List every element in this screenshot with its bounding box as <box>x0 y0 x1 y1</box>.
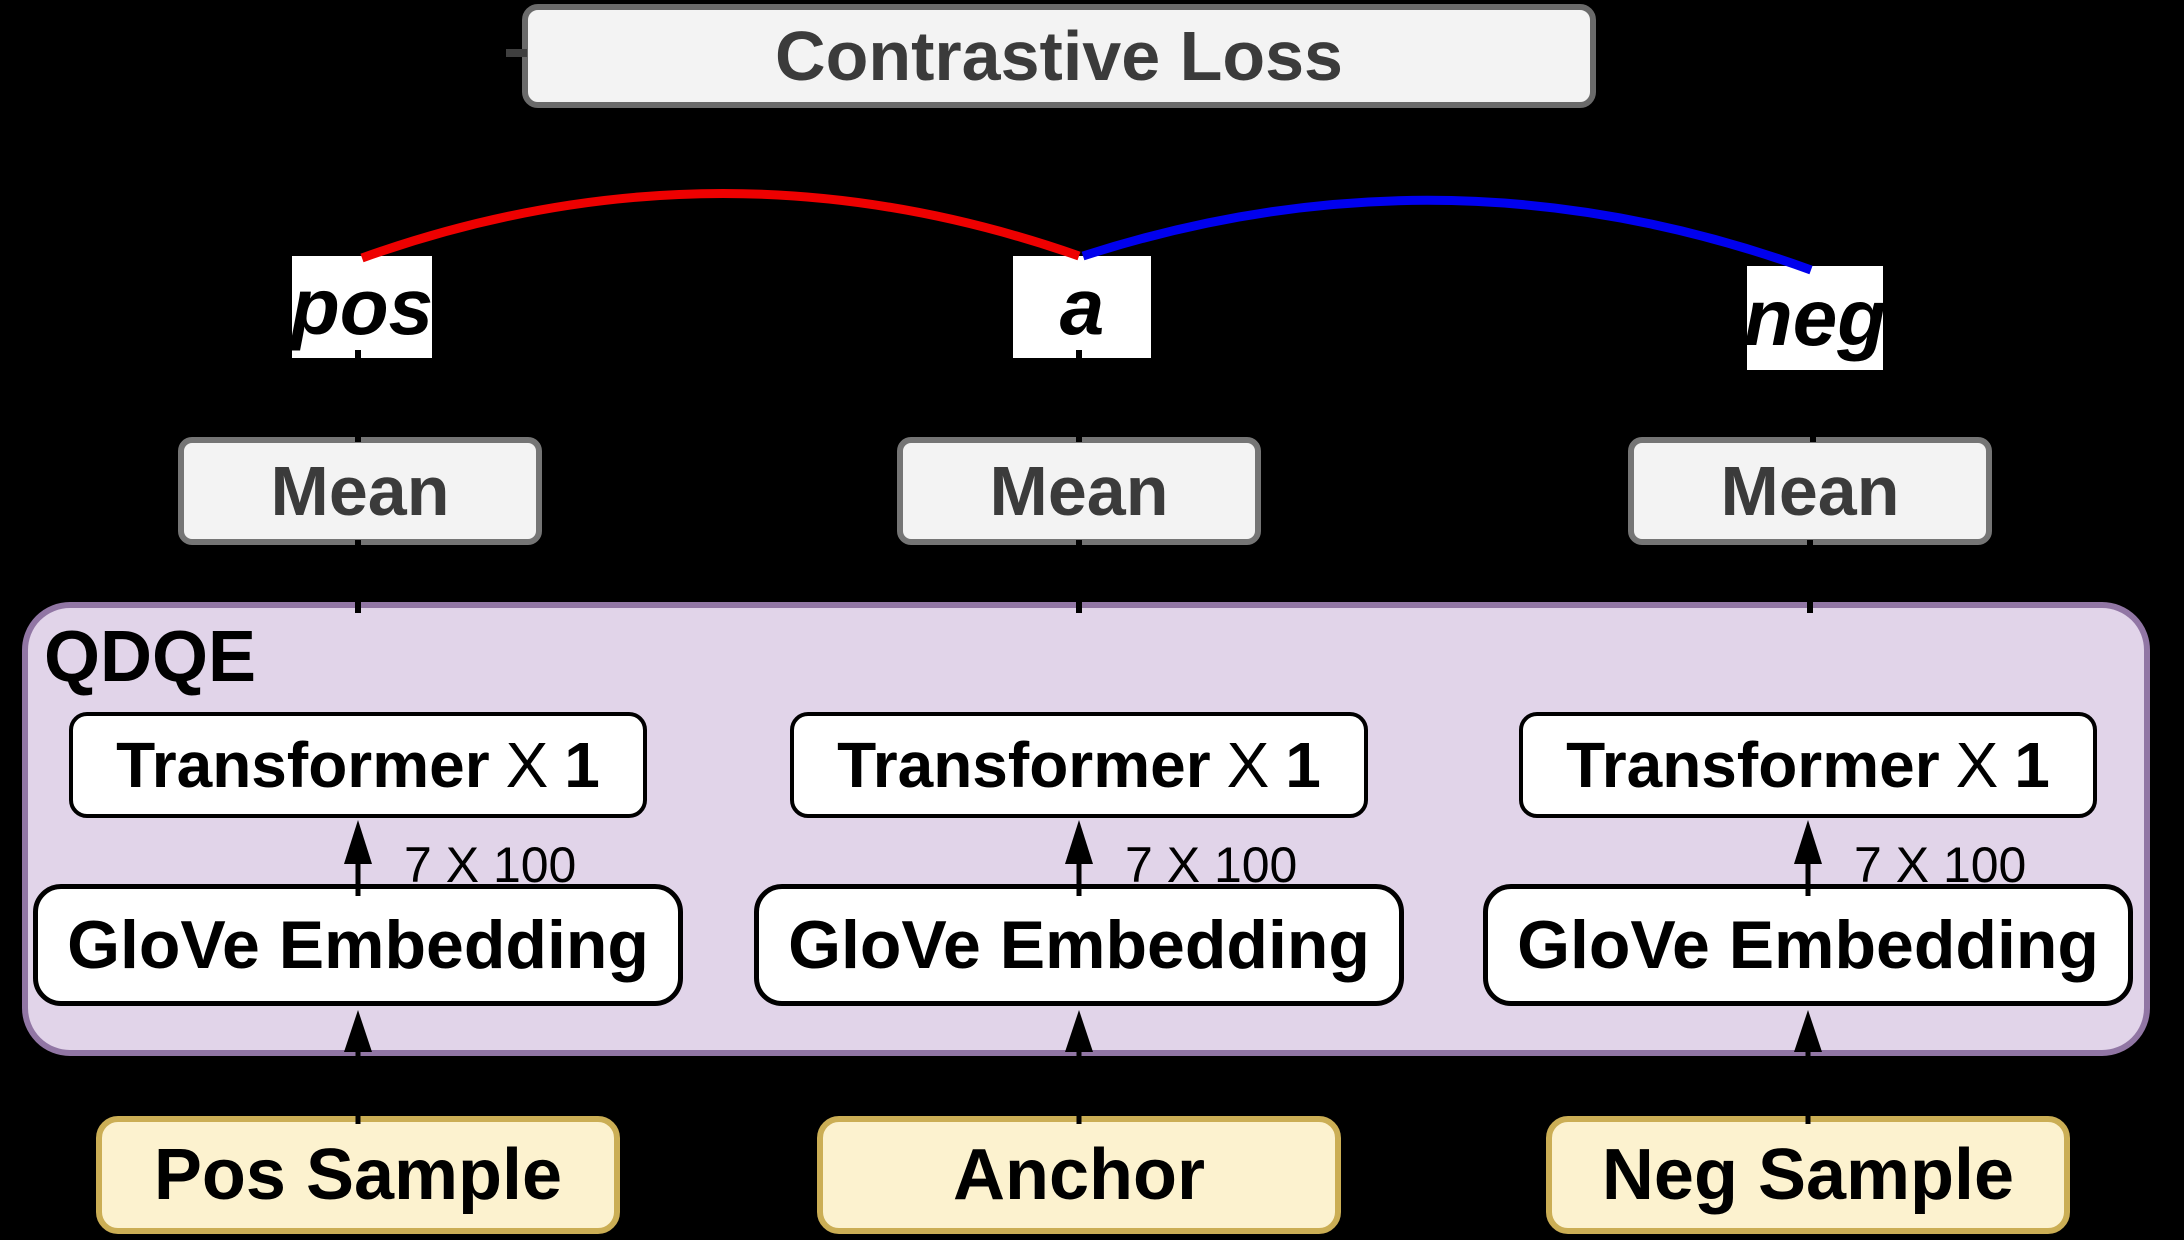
anchor-neg-arc <box>1081 195 1813 275</box>
transformer-name: Transformer <box>1566 729 1940 801</box>
glove-box-right: GloVe Embedding <box>1483 884 2133 1006</box>
times-symbol: X <box>1955 729 1999 801</box>
pos-text: pos <box>290 262 434 351</box>
times-symbol: X <box>505 729 549 801</box>
dims-label-right: 7 X 100 <box>1854 837 2027 893</box>
glove-label: GloVe Embedding <box>67 907 649 983</box>
transformer-box-center: Transformer X 1 <box>790 712 1368 818</box>
pos-embedding-label: pos <box>290 256 434 358</box>
input-box-neg-sample: Neg Sample <box>1546 1116 2070 1234</box>
block-count: 1 <box>2014 729 2050 801</box>
dims-label-center: 7 X 100 <box>1125 837 1298 893</box>
pos-sample-label: Pos Sample <box>153 1135 563 1215</box>
glove-label: GloVe Embedding <box>788 907 1370 983</box>
mean-label-left: Mean <box>270 452 450 530</box>
neg-embedding-label: neg <box>1743 266 1887 370</box>
mean-label-center: Mean <box>989 452 1169 530</box>
transformer-name: Transformer <box>837 729 1211 801</box>
glove-label: GloVe Embedding <box>1517 907 2099 983</box>
transformer-box-left: Transformer X 1 <box>69 712 647 818</box>
transformer-name: Transformer <box>116 729 490 801</box>
mean-box-right: Mean <box>1628 437 1992 545</box>
contrastive-loss-box: Contrastive Loss <box>522 4 1596 108</box>
dims-label-left: 7 X 100 <box>404 837 577 893</box>
input-box-anchor: Anchor <box>817 1116 1341 1234</box>
glove-box-center: GloVe Embedding <box>754 884 1404 1006</box>
anchor-embedding-label: a <box>1013 256 1151 358</box>
times-symbol: X <box>1226 729 1270 801</box>
anchor-text: a <box>1059 262 1105 351</box>
mean-box-left: Mean <box>178 437 542 545</box>
neg-sample-label: Neg Sample <box>1601 1135 2015 1215</box>
pos-anchor-arc <box>360 189 1081 263</box>
input-box-pos-sample: Pos Sample <box>96 1116 620 1234</box>
block-count: 1 <box>564 729 600 801</box>
mean-box-center: Mean <box>897 437 1261 545</box>
neg-text: neg <box>1743 273 1887 362</box>
block-count: 1 <box>1285 729 1321 801</box>
anchor-input-label: Anchor <box>953 1135 1205 1215</box>
mean-label-right: Mean <box>1720 452 1900 530</box>
transformer-box-right: Transformer X 1 <box>1519 712 2097 818</box>
contrastive-loss-label: Contrastive Loss <box>775 17 1343 95</box>
qdqe-title: QDQE <box>44 617 257 697</box>
glove-box-left: GloVe Embedding <box>33 884 683 1006</box>
